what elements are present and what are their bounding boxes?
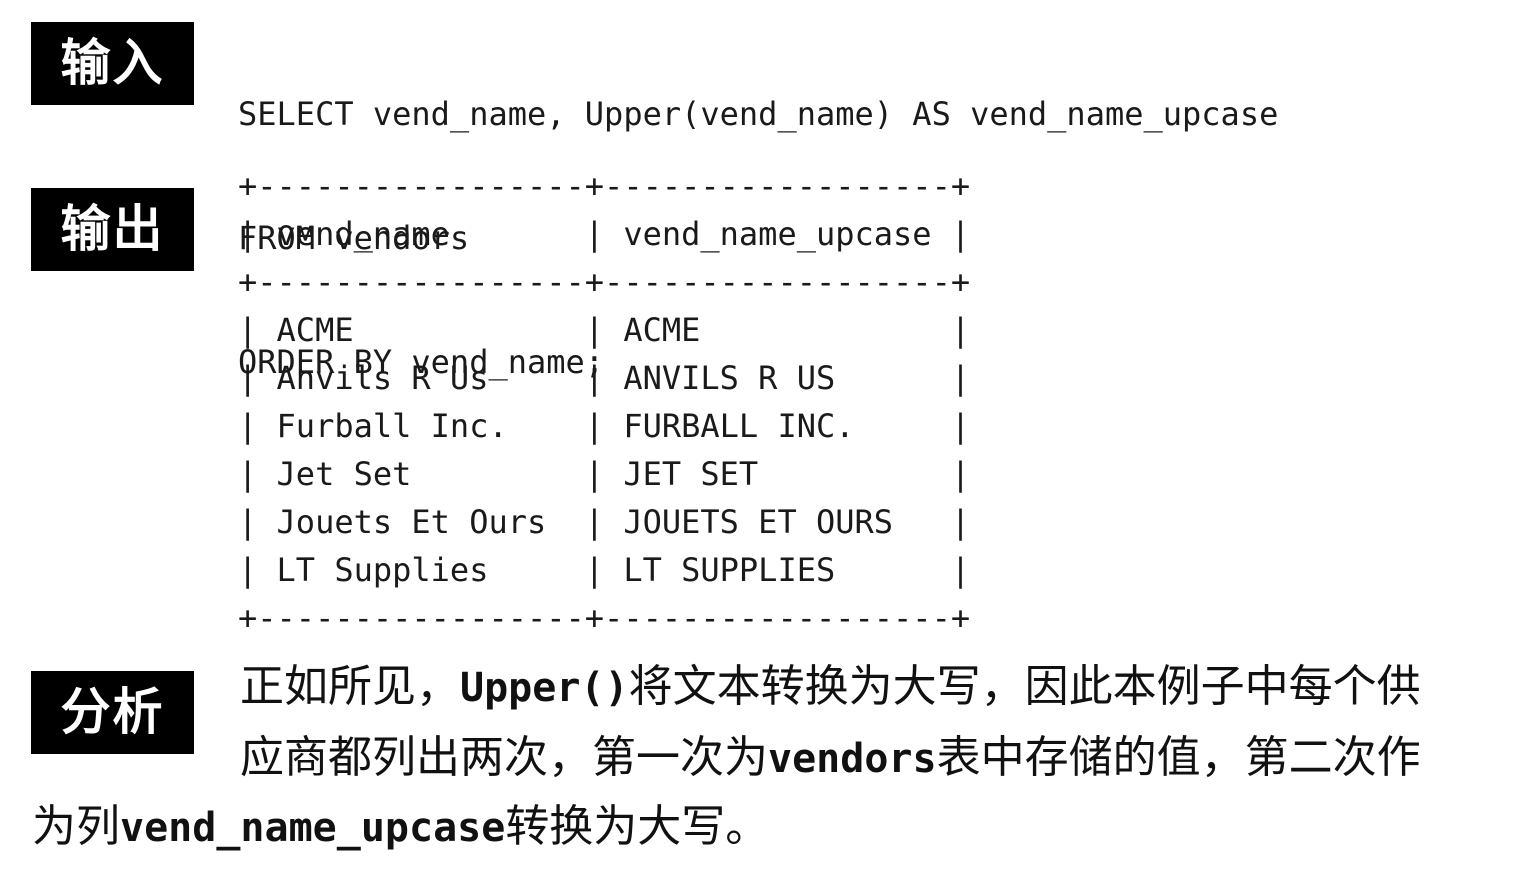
sql-line: ORDER BY vend_name; <box>238 343 605 381</box>
table-row: | ACME | ACME | <box>238 311 971 349</box>
table-header-row: | vend_name | vend_name_upcase | <box>238 215 971 253</box>
analysis-line-2: 应商都列出两次，第一次为vendors表中存储的值，第二次作 <box>240 723 1520 794</box>
analysis-line-1: 正如所见，Upper()将文本转换为大写，因此本例子中每个供 <box>240 652 1520 723</box>
analysis-text: 为列 <box>32 801 120 852</box>
table-row: | Anvils R Us | ANVILS R US | <box>238 359 971 397</box>
output-label: 输出 <box>31 188 194 271</box>
analysis-code: vendors <box>768 736 937 782</box>
analysis-paragraph: 正如所见，Upper()将文本转换为大写，因此本例子中每个供 应商都列出两次，第… <box>32 652 1520 852</box>
sql-line: SELECT vend_name, Upper(vend_name) AS ve… <box>238 95 1279 133</box>
analysis-text: 正如所见， <box>240 661 460 712</box>
sql-line: FROM vendors <box>238 219 470 257</box>
table-border: +-----------------+------------------+ <box>238 599 971 637</box>
table-row: | Jouets Et Ours | JOUETS ET OURS | <box>238 503 971 541</box>
analysis-code: vend_name_upcase <box>120 805 506 851</box>
table-border: +-----------------+------------------+ <box>238 263 971 301</box>
analysis-label: 分析 <box>31 671 194 754</box>
analysis-text: 转换为大写。 <box>505 801 770 852</box>
table-row: | Furball Inc. | FURBALL INC. | <box>238 407 971 445</box>
analysis-text: 将文本转换为大写，因此本例子中每个供 <box>628 661 1421 712</box>
table-row: | Jet Set | JET SET | <box>238 455 971 493</box>
table-border: +-----------------+------------------+ <box>238 167 971 205</box>
analysis-line-3: 为列vend_name_upcase转换为大写。 <box>32 792 769 863</box>
sql-code-block: SELECT vend_name, Upper(vend_name) AS ve… <box>238 14 1278 424</box>
input-label: 输入 <box>31 22 194 105</box>
analysis-code: Upper() <box>460 665 629 711</box>
analysis-text: 应商都列出两次，第一次为 <box>240 732 768 783</box>
table-row: | LT Supplies | LT SUPPLIES | <box>238 551 971 589</box>
analysis-text: 表中存储的值，第二次作 <box>936 732 1421 783</box>
result-table: +-----------------+------------------+ | … <box>238 162 970 642</box>
